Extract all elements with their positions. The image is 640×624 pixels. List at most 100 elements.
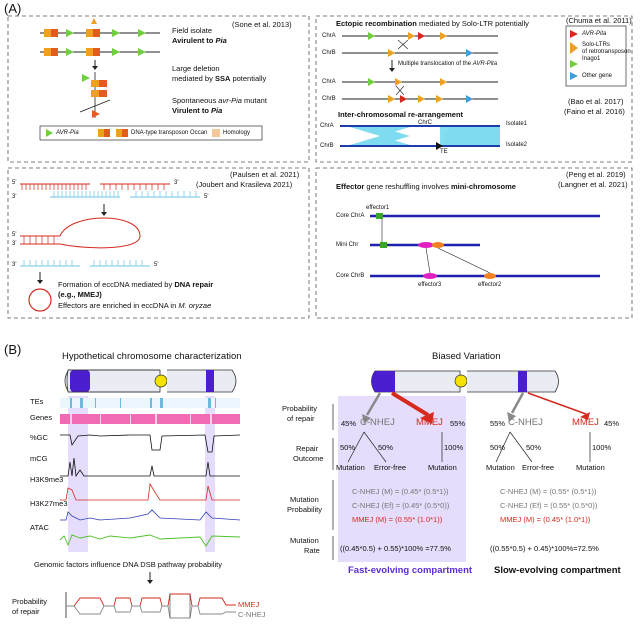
left-mmej-label: MMEJ bbox=[238, 600, 260, 609]
p2-legend-solo3: Inago1 bbox=[582, 56, 601, 62]
fast-eq1: C-NHEJ (M) = (0.45* (0.5*1)) bbox=[352, 487, 449, 496]
p2-citation-2: (Bao et al. 2017) bbox=[568, 97, 624, 106]
p1-field-isolate: Field isolate bbox=[172, 26, 213, 35]
p3-mmej: (e.g., MMEJ) bbox=[58, 290, 102, 299]
fast-mmej: MMEJ bbox=[416, 417, 443, 428]
p3-3prime-3: 3' bbox=[12, 241, 17, 247]
slow-eq3: MMEJ (M) = (0.45* (1.0*1)) bbox=[500, 515, 591, 524]
p3-5prime-3: 5' bbox=[12, 232, 17, 238]
fast-cnhej: C-NHEJ bbox=[360, 417, 395, 428]
slow-rate: ((0.55*0.5) + 0.45)*100%=72.5% bbox=[490, 544, 599, 553]
track-label-h3k27me3: H3K27me3 bbox=[30, 499, 68, 508]
slow-p-cnhej: 55% bbox=[490, 419, 506, 428]
p2-legend-other: Other gene bbox=[582, 73, 613, 79]
genomic-factors-text: Genomic factors influence DNA DSB pathwa… bbox=[34, 560, 223, 569]
p2-chrb-2: ChrB bbox=[322, 96, 336, 102]
fast-label: Fast-evolving compartment bbox=[348, 565, 473, 576]
p2-inter: Inter-chromosomal re-arrangement bbox=[338, 110, 464, 119]
p4-chromosomes bbox=[370, 213, 600, 279]
p4-effector1: effector1 bbox=[366, 205, 390, 211]
p4-core-chra: Core ChrA bbox=[336, 213, 365, 219]
p3-5prime-1: 5' bbox=[12, 180, 17, 186]
fast-rate: ((0.45*0.5) + 0.55)*100% =77.5% bbox=[340, 544, 451, 553]
fast-eq2: C-NHEJ (Ef) = (0.45* (0.5*0)) bbox=[352, 501, 450, 510]
p2-citation: (Chuma et al. 2011) bbox=[566, 16, 632, 25]
p3-citation-2: (Joubert and Krasileva 2021) bbox=[196, 180, 293, 189]
p4-effector2: effector2 bbox=[478, 282, 502, 288]
slow-errorfree: Error-free bbox=[522, 463, 555, 472]
slow-label: Slow-evolving compartment bbox=[494, 565, 621, 576]
slow-p-mmej: 45% bbox=[604, 419, 620, 428]
row-repair-2: Outcome bbox=[293, 454, 324, 463]
p1-virulent: Virulent to Pia bbox=[172, 106, 223, 115]
p1-ssa: mediated by SSA potentially bbox=[172, 74, 267, 83]
p1-citation: (Sone et al. 2013) bbox=[232, 20, 292, 29]
slow-cnhej: C-NHEJ bbox=[508, 417, 543, 428]
left-prob-1: Probability bbox=[12, 597, 48, 606]
left-prob-2: of repair bbox=[12, 607, 40, 616]
slow-mutation-2: Mutation bbox=[576, 463, 605, 472]
panel-b-label: (B) bbox=[4, 342, 22, 357]
p2-multiple: Multiple translocation of the AVR-Pita bbox=[398, 61, 498, 67]
track-label-tes: TEs bbox=[30, 397, 44, 406]
fast-mutation-2: Mutation bbox=[428, 463, 457, 472]
row-mut-2: Probability bbox=[287, 505, 323, 514]
row-prob-1: Probability bbox=[282, 404, 318, 413]
slow-eq2: C-NHEJ (Ef) = (0.55* (0.5*0)) bbox=[500, 501, 598, 510]
p2-legend-solo1: Solo-LTRs bbox=[582, 42, 610, 48]
track-label-genes: Genes bbox=[30, 413, 53, 422]
track-label-mcg: mCG bbox=[30, 454, 48, 463]
p3-citation-1: (Paulsen et al. 2021) bbox=[230, 170, 300, 179]
p4-core-chrb: Core ChrB bbox=[336, 273, 365, 279]
p2-isolate1: Isolate1 bbox=[506, 121, 528, 127]
p3-eccdna bbox=[20, 183, 200, 312]
p3-5prime-4: 5' bbox=[154, 262, 159, 268]
slow-mmej: MMEJ bbox=[572, 417, 599, 428]
fast-p-cnhej: 45% bbox=[341, 419, 357, 428]
p2-chrb-3: ChrB bbox=[320, 143, 334, 149]
p3-3prime-4: 3' bbox=[12, 262, 17, 268]
p3-5prime-2: 5' bbox=[204, 194, 209, 200]
p3-3prime-2: 3' bbox=[12, 194, 17, 200]
track-label-gc: %GC bbox=[30, 433, 48, 442]
p1-avirulent: Avirulent to Pia bbox=[172, 36, 227, 45]
left-chromosome bbox=[64, 369, 237, 393]
slow-o1: 50% bbox=[490, 443, 506, 452]
p1-legend-avr: AVR-Pia bbox=[56, 130, 79, 136]
fast-p-mmej: 55% bbox=[450, 419, 466, 428]
fast-eq3: MMEJ (M) = (0.55* (1.0*1)) bbox=[352, 515, 443, 524]
p3-enriched: Effectors are enriched in eccDNA in M. o… bbox=[58, 301, 212, 310]
track-label-atac: ATAC bbox=[30, 523, 49, 532]
p2-chrc: ChrC bbox=[418, 120, 433, 126]
p2-chra-3: ChrA bbox=[320, 123, 334, 129]
fast-errorfree: Error-free bbox=[374, 463, 407, 472]
track-label-h3k9me3: H3K9me3 bbox=[30, 475, 64, 484]
p2-chromosomes bbox=[340, 25, 627, 150]
left-cnhej-label: C-NHEJ bbox=[238, 610, 266, 619]
p3-3prime-1: 3' bbox=[174, 180, 179, 186]
right-title: Biased Variation bbox=[432, 351, 501, 362]
p1-legend-homology: Homology bbox=[223, 130, 251, 136]
p4-mini-chr: Mini Chr bbox=[336, 242, 359, 248]
p1-deletion: Large deletion bbox=[172, 64, 220, 73]
p2-citation-3: (Faino et al. 2016) bbox=[564, 107, 625, 116]
p1-chromosomes bbox=[39, 18, 263, 141]
slow-mutation-1: Mutation bbox=[486, 463, 515, 472]
p4-citation-1: (Peng et al. 2019) bbox=[566, 170, 626, 179]
p2-te: TE bbox=[440, 149, 448, 155]
row-prob-2: of repair bbox=[287, 414, 315, 423]
p2-legend-avr: AVR-Pita bbox=[582, 31, 607, 37]
fast-mutation-1: Mutation bbox=[336, 463, 365, 472]
slow-o3: 100% bbox=[592, 443, 612, 452]
panel-a-label: (A) bbox=[4, 1, 22, 16]
row-rate-2: Rate bbox=[304, 546, 320, 555]
left-title: Hypothetical chromosome characterization bbox=[62, 351, 242, 362]
slow-o2: 50% bbox=[526, 443, 542, 452]
fast-o1: 50% bbox=[340, 443, 356, 452]
fast-o2: 50% bbox=[378, 443, 394, 452]
fast-o3: 100% bbox=[444, 443, 464, 452]
p2-chra-2: ChrA bbox=[322, 79, 336, 85]
p2-chra-1: ChrA bbox=[322, 33, 336, 39]
